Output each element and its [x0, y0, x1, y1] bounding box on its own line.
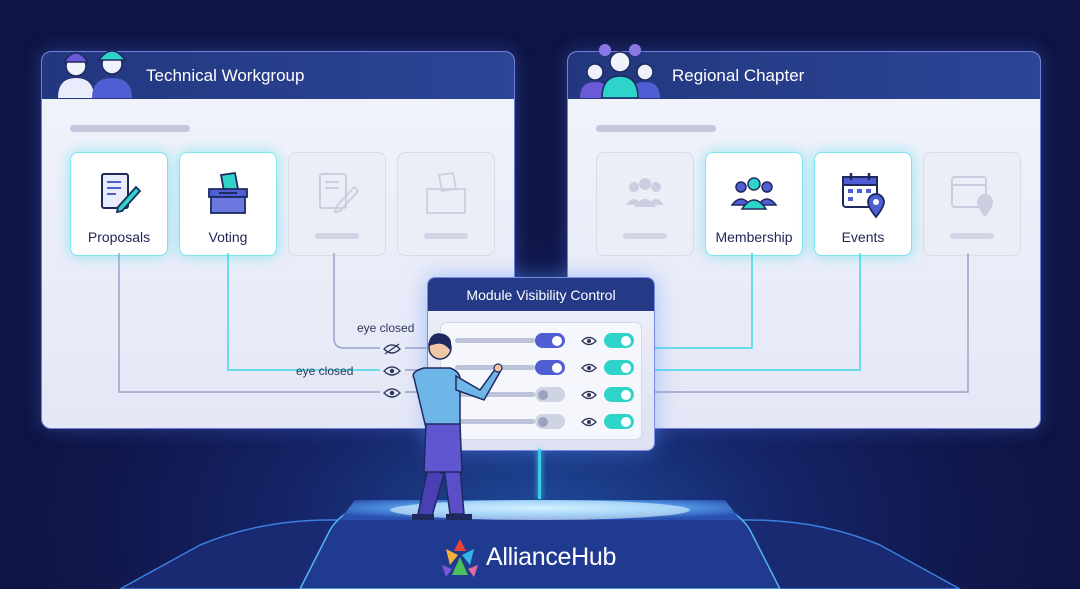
workers-icon: [58, 50, 132, 98]
hidden-card-community: [596, 152, 694, 256]
module-visibility-control-panel: Module Visibility Control: [427, 277, 655, 451]
eye-closed-icon: [383, 343, 401, 355]
module-toggle[interactable]: [535, 387, 565, 402]
control-title: Module Visibility Control: [466, 287, 616, 303]
people-group-icon: [626, 178, 664, 207]
brand-logo: AllianceHub: [438, 535, 648, 579]
document-pen-icon: [101, 173, 142, 214]
card-label: Events: [841, 229, 885, 245]
row-placeholder: [455, 419, 535, 424]
placeholder-bar: [950, 233, 994, 239]
eye-closed-label: eye closed: [357, 321, 415, 335]
placeholder-bar: [596, 125, 716, 132]
hidden-card-documents: [288, 152, 386, 256]
card-label: Membership: [715, 229, 793, 245]
module-toggle[interactable]: [535, 333, 565, 348]
card-label: Voting: [208, 229, 248, 245]
person-figure: [412, 333, 503, 520]
control-header: Module Visibility Control: [428, 278, 654, 311]
calendar-pin-icon: [842, 173, 885, 219]
panel-title: Technical Workgroup: [146, 66, 305, 85]
visibility-toggle[interactable]: [604, 414, 634, 429]
membership-card[interactable]: Membership: [705, 152, 803, 256]
people-group-icon: [730, 177, 778, 210]
eye-icon[interactable]: [581, 417, 597, 427]
row-placeholder: [455, 338, 535, 343]
hidden-card-calendar: [923, 152, 1021, 256]
eye-icon[interactable]: [581, 390, 597, 400]
eye-icon: [383, 388, 401, 398]
visibility-toggle[interactable]: [604, 360, 634, 375]
visibility-toggle[interactable]: [604, 387, 634, 402]
eye-closed-label: eye closed: [296, 364, 354, 378]
document-pen-icon: [319, 173, 360, 214]
hidden-card-ballot: [397, 152, 495, 256]
eye-icon[interactable]: [581, 363, 597, 373]
community-icon: [580, 44, 660, 98]
module-toggle[interactable]: [535, 360, 565, 375]
visibility-toggle[interactable]: [604, 333, 634, 348]
row-placeholder: [455, 392, 535, 397]
card-label: Proposals: [87, 229, 151, 245]
events-card[interactable]: Events: [814, 152, 912, 256]
eye-icon[interactable]: [581, 336, 597, 346]
ballot-box-icon: [208, 171, 248, 214]
placeholder-bar: [623, 233, 667, 239]
eye-icon: [383, 366, 401, 376]
ballot-box-icon: [426, 171, 466, 214]
voting-card[interactable]: Voting: [179, 152, 277, 256]
panel-title: Regional Chapter: [672, 66, 805, 85]
toggle-list: [440, 322, 642, 440]
placeholder-bar: [424, 233, 468, 239]
placeholder-bar: [315, 233, 359, 239]
control-stem: [538, 449, 541, 499]
calendar-pin-icon: [951, 176, 993, 217]
brand-name: AllianceHub: [486, 543, 617, 571]
alliancehub-logo-icon: [442, 539, 478, 577]
placeholder-bar: [70, 125, 190, 132]
module-toggle[interactable]: [535, 414, 565, 429]
